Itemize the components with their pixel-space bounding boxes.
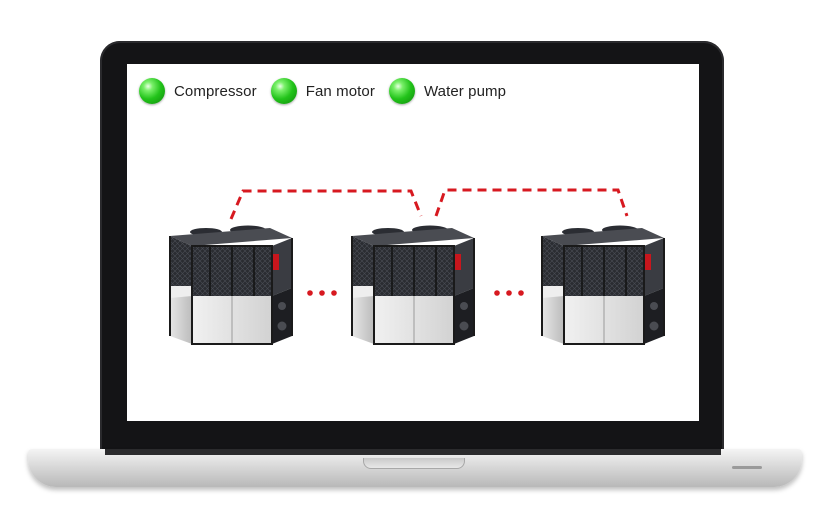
connection-line-1-2: [231, 191, 421, 219]
laptop-indicator-led: [732, 466, 762, 469]
heat-pump-network-diagram: [127, 64, 699, 421]
heat-pump-unit-icon: [170, 226, 292, 345]
ellipsis-dots: [307, 290, 337, 296]
laptop-lid-notch: [363, 458, 465, 469]
ellipsis-dots: [494, 290, 524, 296]
connection-line-2-3: [436, 190, 627, 216]
heat-pump-unit-icon: [542, 226, 664, 345]
heat-pump-unit-icon: [352, 226, 474, 345]
laptop-hinge: [105, 449, 721, 455]
laptop-screen: Compressor Fan motor Water pump: [127, 64, 699, 421]
